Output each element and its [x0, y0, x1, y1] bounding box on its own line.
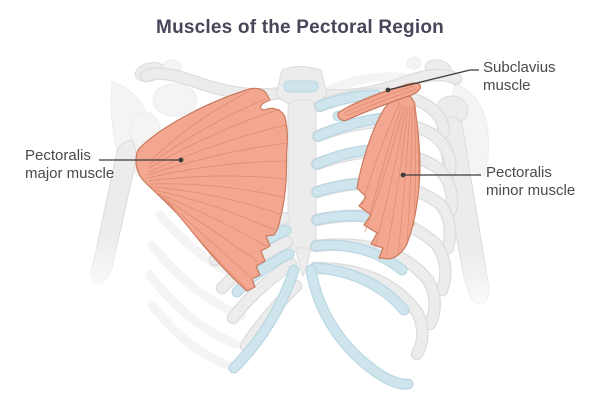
manubrium-cartilage: [283, 80, 319, 93]
label-subclavius-line1: Subclavius: [483, 59, 556, 76]
label-pectoralis-major: Pectoralis major muscle: [25, 147, 114, 183]
label-pectoralis-major-line1: Pectoralis: [25, 147, 91, 164]
label-pectoralis-minor-line2: minor muscle: [486, 182, 576, 199]
label-pectoralis-minor: Pectoralis minor muscle: [486, 164, 575, 200]
pectoralis-minor-fibers: [361, 100, 419, 257]
leader-dot-subclavius: [385, 87, 391, 93]
label-pectoralis-minor-line1: Pectoralis: [486, 164, 552, 181]
leader-dot-pectoralis-minor: [400, 172, 406, 178]
sternum: [275, 66, 328, 278]
label-subclavius-line2: muscle: [483, 77, 531, 94]
pectoralis-minor-muscle: [356, 94, 421, 260]
pectoralis-major-fibers: [147, 91, 288, 289]
leader-dot-pectoralis-major: [178, 157, 184, 163]
label-subclavius: Subclavius muscle: [483, 59, 556, 95]
leader-line-subclavius: [387, 69, 479, 91]
label-pectoralis-major-line2: major muscle: [25, 165, 115, 182]
leader-lines: [99, 69, 481, 178]
diagram-title: Muscles of the Pectoral Region: [156, 17, 444, 38]
xiphoid-process: [295, 247, 311, 278]
pectoralis-major-muscle: [135, 87, 288, 292]
